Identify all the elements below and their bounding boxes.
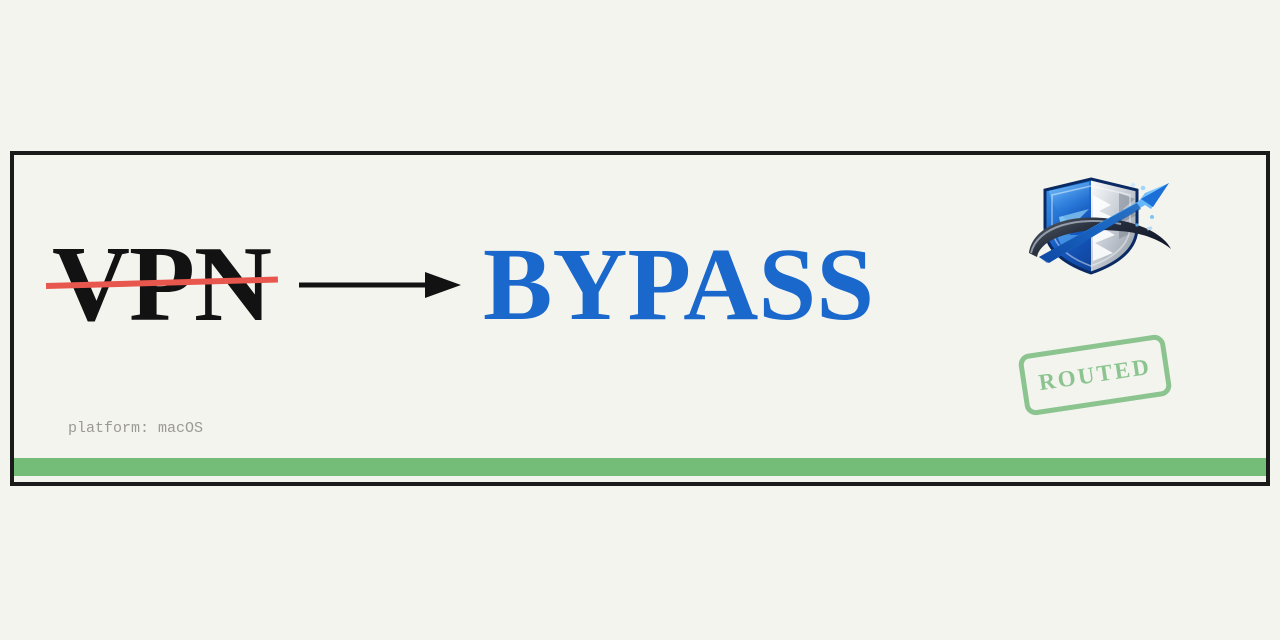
routed-stamp: ROUTED [1017,333,1173,417]
shield-pierced-by-arrow-icon [1029,177,1171,275]
metadata-line-platform: platform: macOS [68,420,204,437]
routed-stamp-label: ROUTED [1036,353,1153,396]
right-arrow-icon [298,272,461,298]
metadata-line-type: type: menu-bar-app [68,486,230,487]
vpn-wordmark: VPN [45,231,278,339]
bypass-wordmark: BYPASS [482,227,875,342]
banner-card: VPN BYPASS platform: macOS type: menu-ba… [10,151,1270,486]
status-accent-bar [14,458,1266,476]
headline-row: VPN BYPASS [45,227,875,342]
metadata-list: platform: macOS type: menu-bar-app licen… [68,373,230,487]
